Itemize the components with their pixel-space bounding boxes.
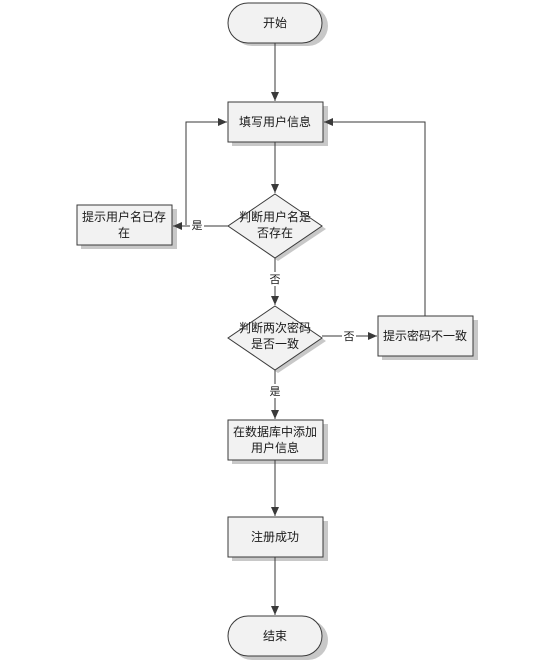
start-label: 开始: [263, 16, 287, 30]
check-password-label-1: 判断两次密码: [239, 320, 311, 335]
check-password-node: 判断两次密码 是否一致: [227, 305, 326, 373]
check-username-label-2: 否存在: [257, 226, 293, 240]
edge-label-username-no: 否: [270, 273, 281, 286]
edge-label-bg: [268, 272, 282, 286]
edge-username-exists-back: [185, 118, 227, 225]
edge-label-password-yes: 是: [270, 385, 281, 398]
register-success-label: 注册成功: [251, 529, 299, 544]
register-success-node: 注册成功: [227, 516, 328, 561]
edge-label-bg: [190, 218, 204, 232]
edge-label-bg: [268, 384, 282, 398]
password-mismatch-node: 提示密码不一致: [377, 315, 478, 360]
start-node: 开始: [227, 2, 328, 46]
add-to-db-label-1: 在数据库中添加: [233, 424, 317, 439]
end-node: 结束: [227, 615, 328, 660]
fill-info-node: 填写用户信息: [227, 101, 328, 146]
end-label: 结束: [263, 629, 287, 643]
edge-label-username-yes: 是: [192, 219, 203, 232]
check-password-label-2: 是否一致: [251, 337, 299, 351]
edge-label-password-no: 否: [344, 330, 355, 343]
username-exists-label-1: 提示用户名已存: [82, 209, 166, 224]
username-exists-label-2: 在: [118, 226, 130, 240]
check-username-node: 判断用户名是 否存在: [227, 193, 326, 261]
add-to-db-node: 在数据库中添加 用户信息: [227, 419, 328, 464]
edge-password-mismatch-back: [324, 118, 426, 316]
password-mismatch-label: 提示密码不一致: [383, 328, 467, 343]
add-to-db-label-2: 用户信息: [251, 440, 299, 455]
edge-label-bg: [342, 329, 356, 343]
username-exists-node: 提示用户名已存 在: [76, 204, 177, 249]
check-username-label-1: 判断用户名是: [239, 209, 311, 224]
fill-info-label: 填写用户信息: [239, 114, 311, 129]
